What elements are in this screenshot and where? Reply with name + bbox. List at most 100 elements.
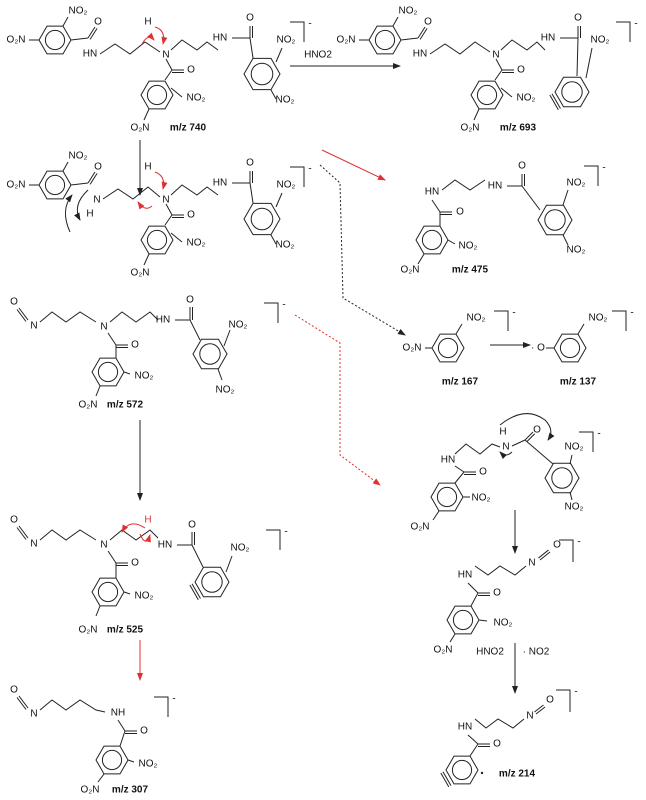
label-hn: HN	[458, 722, 472, 733]
aromatic-circle	[101, 749, 123, 771]
bond-line	[89, 173, 98, 185]
bond-line	[419, 28, 428, 40]
label-o: O	[94, 17, 102, 28]
bond-line	[225, 555, 233, 573]
label-n: N	[30, 321, 37, 332]
aromatic-circle	[44, 174, 66, 196]
label-o: O	[517, 65, 525, 76]
bond-line	[97, 773, 105, 783]
bond-line	[107, 550, 117, 564]
label-mz: m/z 475	[452, 265, 489, 276]
label-no2: NO₂	[589, 313, 608, 324]
label-charge: -	[284, 527, 287, 538]
bond-line	[454, 471, 465, 484]
label-mz: m/z 525	[107, 625, 144, 636]
aromatic-circle	[374, 29, 396, 51]
bond-line	[417, 253, 425, 265]
label-o2n: O₂N	[403, 343, 422, 354]
chain-bond	[454, 443, 501, 455]
bond-line	[191, 583, 201, 599]
label-mz: m/z 740	[170, 123, 207, 134]
label-hno2_top: HNO2	[304, 50, 332, 61]
bond-line	[164, 214, 173, 226]
label-o2n: O₂N	[7, 35, 26, 46]
aromatic-circle	[559, 337, 581, 359]
chain-bond	[500, 39, 546, 51]
bond-line	[119, 730, 126, 747]
aromatic-circle	[250, 207, 274, 231]
bond-line	[562, 189, 569, 206]
bond-line	[417, 26, 426, 39]
label-o_rad: · O	[531, 343, 545, 354]
benzene-ring	[445, 755, 479, 785]
chain-bond	[170, 184, 219, 196]
label-hn: HN	[488, 181, 502, 192]
label-n: N	[30, 709, 37, 720]
chain-bond	[290, 21, 305, 42]
label-mz: m/z 307	[112, 785, 149, 796]
label-hn: HN	[413, 49, 427, 60]
bond-line	[534, 704, 544, 713]
aromatic-circle	[437, 337, 459, 359]
label-n: N	[502, 442, 509, 453]
label-charge: -	[574, 687, 577, 698]
label-o2n: O₂N	[401, 265, 420, 276]
label-o: O	[246, 158, 254, 169]
bond-line	[143, 253, 150, 266]
bond-line	[473, 108, 480, 121]
bond-line	[127, 759, 135, 763]
label-hn: HN	[83, 49, 97, 60]
aromatic-circle	[421, 229, 443, 251]
bond-line	[549, 94, 559, 110]
bond-line	[123, 591, 131, 595]
radical-dot	[480, 771, 484, 775]
bond-line	[467, 734, 479, 745]
bond-line	[494, 69, 503, 81]
label-n: N	[162, 50, 169, 61]
label-no2_rad: · NO2	[523, 647, 550, 658]
label-o: O	[493, 739, 501, 750]
bond-line	[87, 26, 96, 39]
label-o: O	[187, 65, 195, 76]
bond-line	[454, 465, 465, 473]
aromatic-circle	[146, 84, 168, 106]
label-o: O	[518, 161, 526, 172]
aromatic-circle	[451, 759, 473, 781]
aromatic-circle	[544, 209, 566, 231]
bond-line	[495, 58, 503, 71]
label-o: O	[186, 295, 194, 306]
bond-line	[191, 544, 204, 568]
bond-line	[442, 771, 452, 786]
label-n: N	[528, 558, 535, 569]
aromatic-circle	[551, 467, 573, 489]
chain-bond	[39, 311, 97, 323]
bond-line	[431, 199, 441, 213]
aromatic-circle	[250, 62, 274, 86]
aromatic-circle	[146, 229, 168, 251]
bond-line	[70, 37, 89, 41]
chain-bond	[556, 689, 571, 712]
bond-line	[189, 319, 201, 341]
benzene-ring	[430, 482, 464, 512]
label-o2n: O₂N	[79, 625, 98, 636]
reaction-arrow	[294, 314, 381, 486]
bond-line	[551, 93, 561, 109]
bond-line	[70, 182, 89, 186]
label-no2: NO₂	[231, 543, 250, 554]
chain-bond	[264, 302, 279, 323]
label-mz: m/z 167	[442, 377, 479, 388]
bond-line	[275, 47, 283, 63]
label-o2n: O₂N	[411, 522, 430, 533]
bond-line	[524, 431, 534, 441]
chain-bond	[39, 529, 97, 541]
chain-bond	[170, 39, 219, 51]
label-charge: -	[577, 537, 580, 548]
electron-arrow	[139, 533, 151, 543]
label-o: O	[533, 425, 541, 436]
bond-line	[577, 323, 585, 335]
aromatic-circle	[561, 81, 583, 103]
bond-line	[89, 28, 98, 40]
benzene-ring	[415, 225, 449, 255]
label-n: N	[492, 50, 499, 61]
